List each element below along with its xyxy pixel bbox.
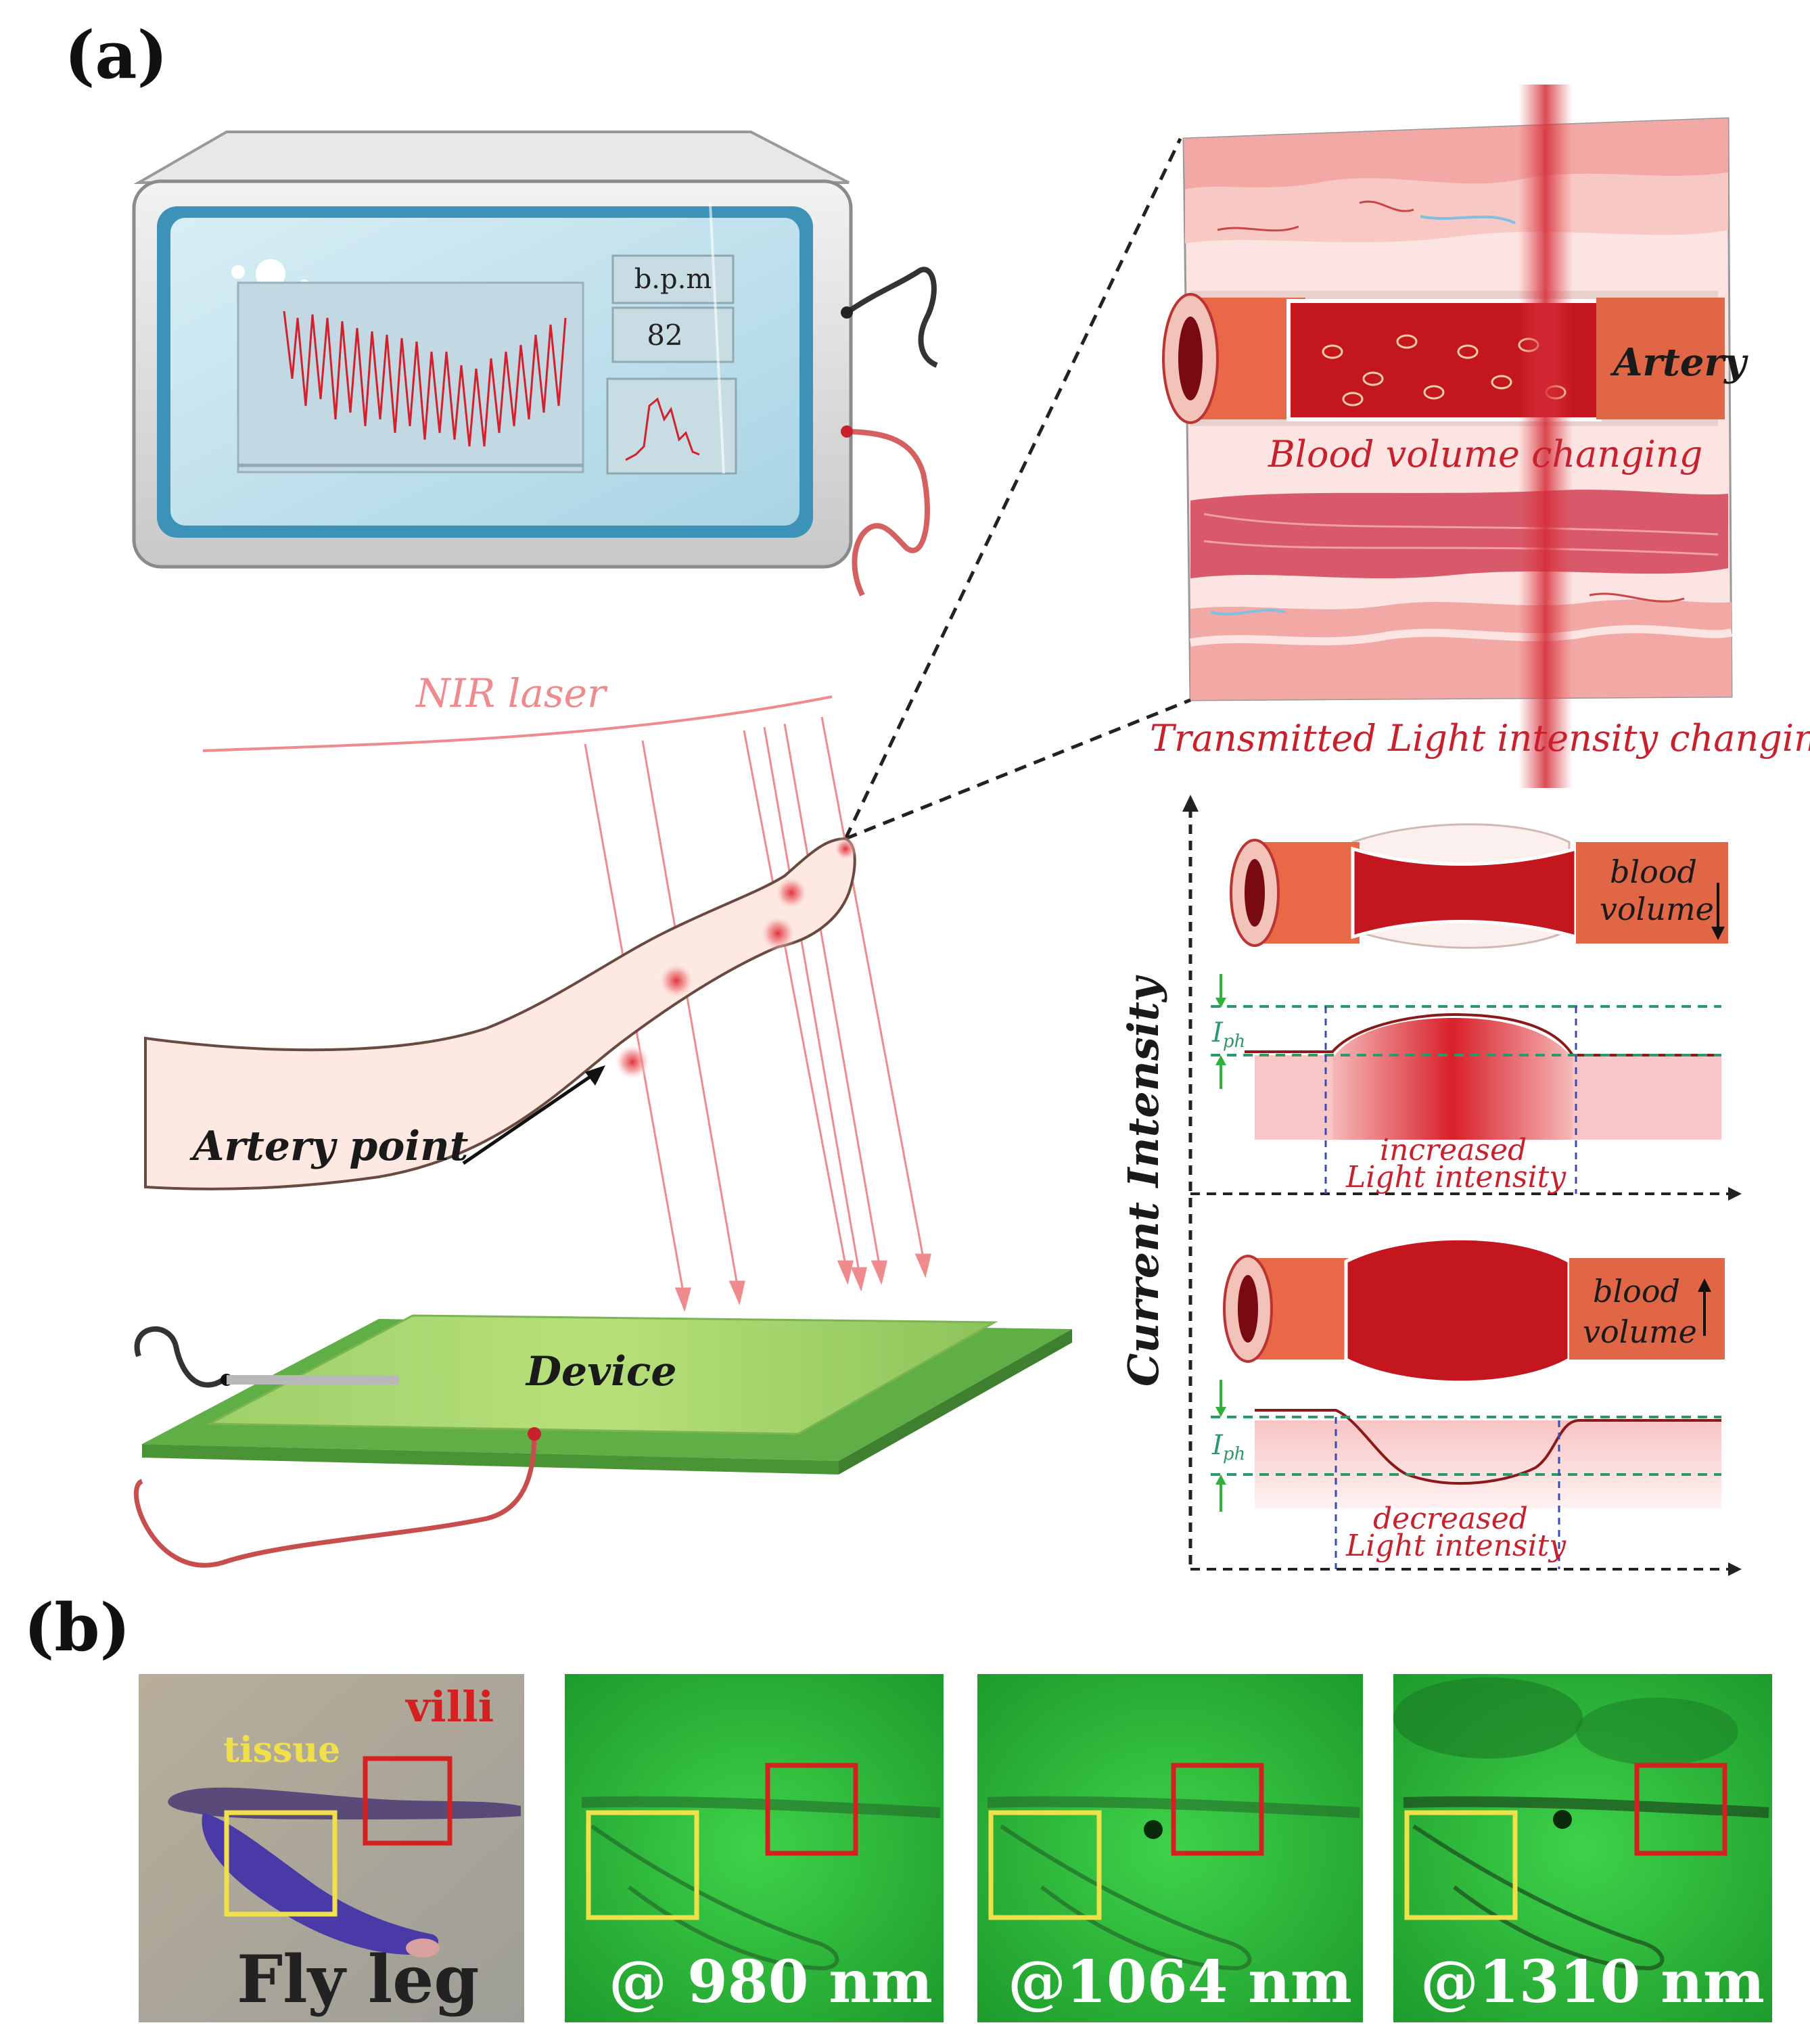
- panel-a-label: (a): [64, 17, 168, 93]
- 980-caption: @ 980 nm: [609, 1948, 933, 2016]
- blood-volume-changing-label: Blood volume changing: [1268, 433, 1702, 475]
- tissue-cross-section: Artery Blood volume changing Transmitted…: [1150, 85, 1810, 788]
- panel-b-label: (b): [24, 1589, 131, 1666]
- fly-leg-caption: Fly leg: [237, 1941, 480, 2018]
- increased-intensity-bump: [1332, 1018, 1573, 1140]
- pulse-waveform: [283, 310, 567, 447]
- decreased-label: decreased: [1373, 1502, 1528, 1536]
- y-axis-label: Current Intensity: [1119, 975, 1168, 1387]
- device-label: Device: [525, 1348, 677, 1395]
- transmitted-light-label: Transmitted Light intensity changing: [1150, 717, 1810, 760]
- top-volume-label: volume: [1600, 891, 1714, 927]
- increased-label: increased: [1380, 1133, 1527, 1167]
- tissue-box: [224, 1810, 338, 1917]
- 1310-caption: @1310 nm: [1420, 1948, 1765, 2016]
- bottom-volume-label: volume: [1583, 1314, 1697, 1350]
- nir-laser-label: NIR laser: [415, 670, 608, 716]
- image-980nm: @ 980 nm: [565, 1674, 944, 2022]
- decreased-light-intensity-label: Light intensity: [1345, 1529, 1567, 1563]
- laser-rays: [584, 716, 931, 1312]
- heart-rate-monitor: b.p.m 82: [132, 131, 938, 597]
- bottom-iph-label: Iph: [1211, 1430, 1245, 1464]
- decreased-intensity-dip: [1255, 1409, 1721, 1485]
- top-blood-label: blood: [1610, 854, 1697, 890]
- fly-leg-image: tissue villi Fly leg: [139, 1674, 524, 2022]
- artery-constricted: blood volume: [1230, 823, 1728, 949]
- bottom-blood-label: blood: [1593, 1273, 1680, 1309]
- artery-label: Artery: [1610, 340, 1748, 385]
- arm: [144, 837, 856, 1190]
- current-intensity-diagram: Current Intensity blood volume Iph incre…: [1119, 795, 1742, 1576]
- artery-point-label: Artery point: [189, 1123, 469, 1170]
- laser-beam: [1518, 85, 1573, 788]
- image-1310nm: @1310 nm: [1393, 1674, 1772, 2022]
- bpm-unit: b.p.m: [634, 264, 712, 295]
- top-iph-label: Iph: [1211, 1017, 1245, 1052]
- villi-label: villi: [404, 1682, 494, 1732]
- artery-dilated: blood volume: [1223, 1236, 1725, 1385]
- bpm-value: 82: [647, 319, 682, 352]
- 1064-caption: @1064 nm: [1008, 1948, 1352, 2016]
- villi-box: [363, 1756, 452, 1846]
- device: Device: [133, 1314, 1072, 1568]
- increased-light-intensity-label: Light intensity: [1345, 1160, 1567, 1194]
- image-1064nm: @1064 nm: [977, 1674, 1363, 2022]
- tissue-label: tissue: [223, 1729, 340, 1771]
